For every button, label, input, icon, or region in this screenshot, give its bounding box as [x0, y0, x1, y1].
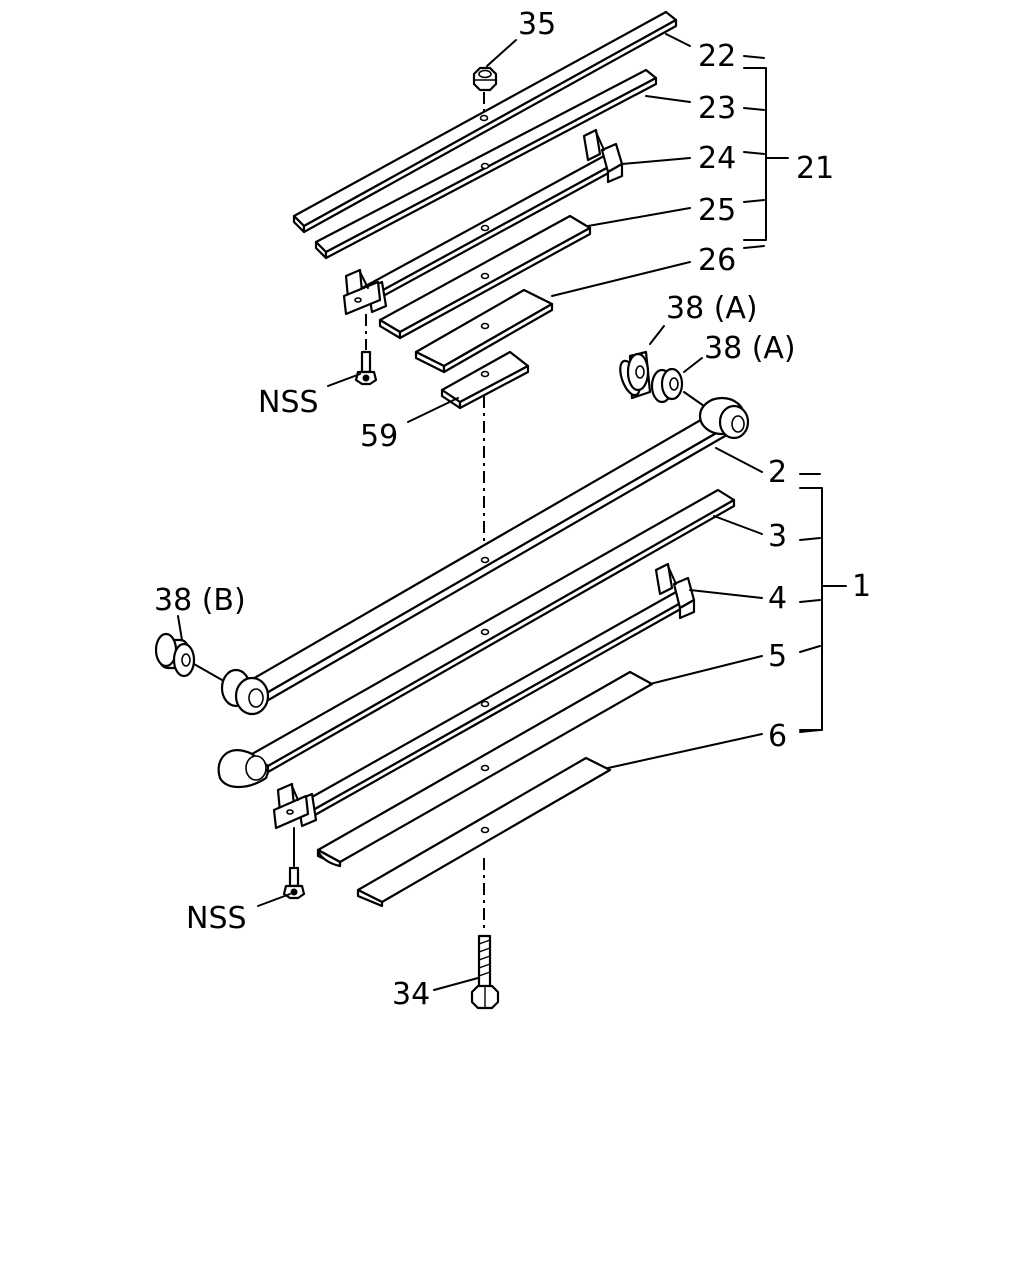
- bushing-38b: [154, 632, 223, 681]
- nss-screw-top: [354, 314, 378, 386]
- callout-38a-first: 38 (A): [666, 291, 758, 326]
- bushing-38a-1: [619, 350, 652, 400]
- leader-lines: [177, 33, 821, 991]
- callout-2: 2: [768, 455, 787, 490]
- callout-23: 23: [698, 91, 736, 126]
- callout-21: 21: [796, 151, 834, 186]
- bracket-1: [799, 487, 847, 731]
- leaf-6: [356, 756, 612, 908]
- nut-35: [472, 66, 498, 122]
- bracket-21: [743, 67, 789, 241]
- leaf-24-with-clips: [342, 128, 624, 316]
- nss-screw-bottom: [282, 827, 306, 900]
- leaf-26: [414, 288, 554, 374]
- center-bolt-34: [470, 858, 500, 1010]
- leaf-23: [314, 68, 658, 260]
- callout-35: 35: [518, 7, 556, 42]
- callout-nss-bottom: NSS: [186, 901, 247, 936]
- leaf-4-with-clips: [272, 562, 696, 830]
- callout-6: 6: [768, 719, 787, 754]
- callout-4: 4: [768, 581, 787, 616]
- bushing-38a-2: [650, 367, 705, 407]
- callout-38a-second: 38 (A): [704, 331, 796, 366]
- leaf-2-main: [220, 396, 750, 716]
- callout-22: 22: [698, 39, 736, 74]
- leaf-25: [378, 214, 592, 340]
- leaf-22: [292, 10, 678, 234]
- callout-26: 26: [698, 243, 736, 278]
- callout-25: 25: [698, 193, 736, 228]
- callout-1: 1: [852, 569, 871, 604]
- callout-nss-top: NSS: [258, 385, 319, 420]
- callout-38b: 38 (B): [154, 583, 246, 618]
- callout-5: 5: [768, 639, 787, 674]
- callout-59: 59: [360, 419, 398, 454]
- leaf-3: [217, 488, 736, 789]
- callout-24: 24: [698, 141, 736, 176]
- callout-3: 3: [768, 519, 787, 554]
- spacer-59: [440, 350, 530, 410]
- callout-34: 34: [392, 977, 430, 1012]
